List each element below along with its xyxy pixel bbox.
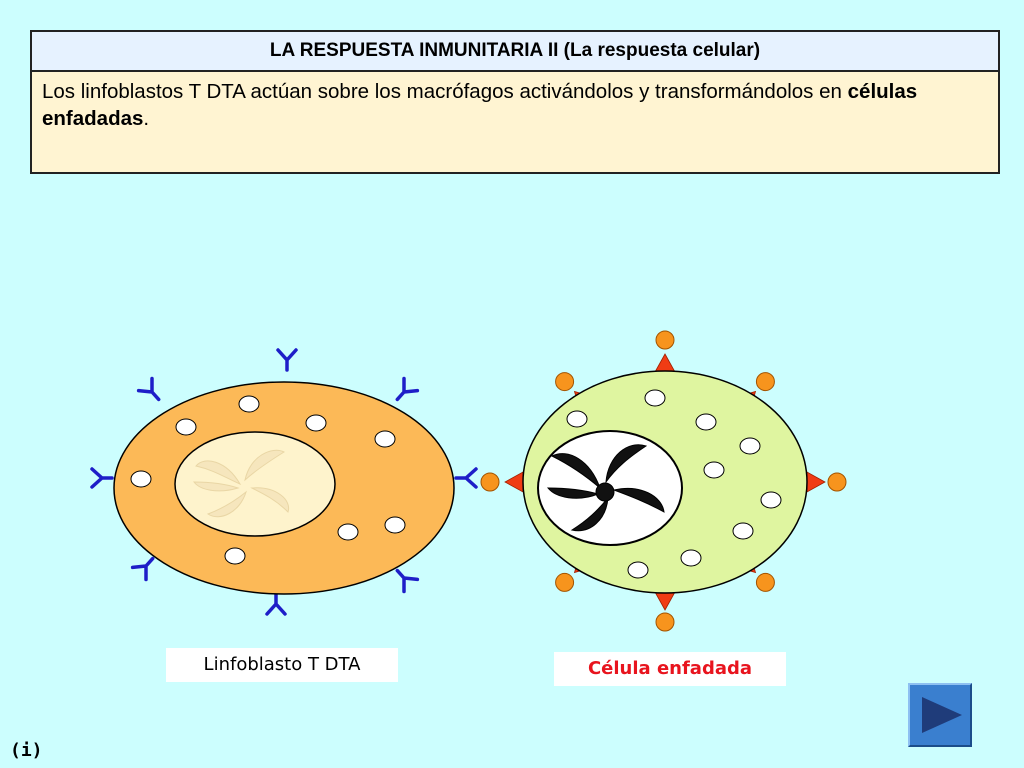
antibody-receptor-icon: [395, 568, 420, 594]
title-box: LA RESPUESTA INMUNITARIA II (La respuest…: [30, 30, 1000, 174]
antibody-receptor-icon: [90, 467, 114, 489]
antibody-receptor-icon: [130, 556, 155, 582]
lymphoblast-chromatin: [192, 449, 290, 518]
antibody-receptor-icon: [136, 376, 161, 402]
spike-icon: [480, 471, 524, 493]
description-bold-term: células enfadadas: [42, 80, 918, 130]
antibody-receptor-icon: [276, 348, 298, 372]
lymphoblast-nucleus: [174, 431, 336, 537]
lymphoblast-cell: [90, 348, 478, 616]
spike-icon: [654, 591, 676, 632]
lymphoblast-granules: [130, 395, 406, 565]
description-end: .: [143, 107, 150, 130]
play-triangle-icon: [922, 697, 962, 733]
angry-cell-chromatin: [546, 444, 665, 532]
antibody-receptor-icon: [265, 592, 287, 616]
slide-description: Los linfoblastos T DTA actúan sobre los …: [32, 72, 998, 138]
description-text: Los linfoblastos T DTA actúan sobre los …: [42, 80, 842, 103]
spike-icon: [654, 330, 676, 373]
lymphoblast-receptors: [90, 348, 478, 616]
angry-cell: [480, 330, 847, 632]
antibody-receptor-icon: [454, 467, 478, 489]
slide-title: LA RESPUESTA INMUNITARIA II (La respuest…: [32, 32, 998, 72]
angry-cell-label: Célula enfadada: [554, 652, 786, 686]
spike-icon: [806, 471, 847, 493]
antibody-receptor-icon: [395, 376, 420, 402]
info-mark[interactable]: (i): [10, 740, 43, 761]
angry-cell-granules: [566, 389, 782, 579]
next-slide-button[interactable]: [908, 683, 972, 747]
lymphoblast-label: Linfoblasto T DTA: [166, 648, 398, 682]
